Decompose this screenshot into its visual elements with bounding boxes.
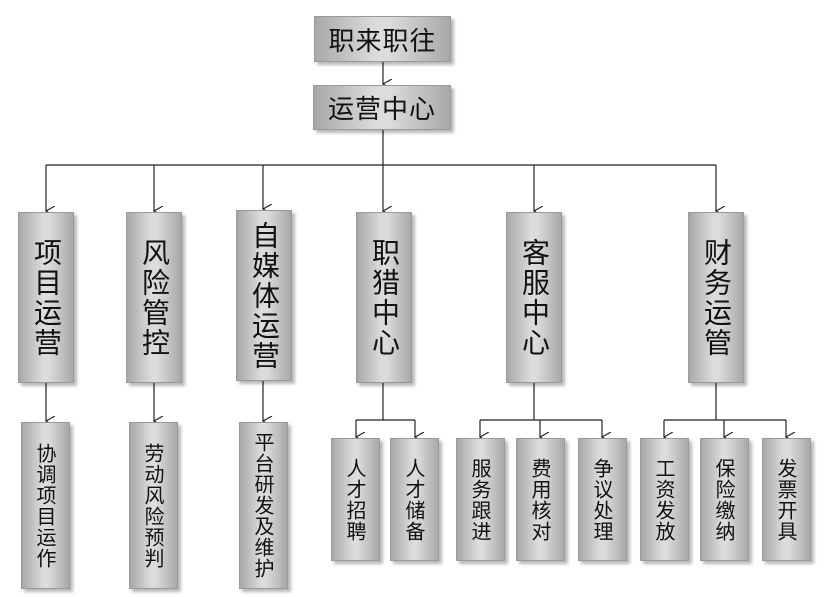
- task-label: 劳动风险预判: [141, 442, 165, 569]
- task-label: 人才招聘: [343, 457, 367, 542]
- task-labor-risk: 劳动风险预判: [129, 422, 178, 589]
- dept-risk-control: 风险管控: [126, 212, 182, 383]
- task-invoicing: 发票开具: [762, 438, 811, 561]
- dept-finance-label: 财务运管: [700, 237, 733, 358]
- task-service-followup: 服务跟进: [456, 438, 505, 561]
- dept-finance: 财务运管: [688, 212, 744, 383]
- task-label: 平台研发及维护: [251, 432, 275, 579]
- dept-headhunting: 职猎中心: [356, 212, 412, 383]
- task-recruiting: 人才招聘: [331, 438, 380, 561]
- task-label: 发票开具: [774, 457, 798, 542]
- task-label: 服务跟进: [468, 457, 492, 542]
- task-label: 人才储备: [402, 457, 426, 542]
- task-insurance: 保险缴纳: [700, 438, 749, 561]
- task-talent-pool: 人才储备: [390, 438, 439, 561]
- task-platform-dev: 平台研发及维护: [239, 422, 288, 589]
- center-label: 运营中心: [327, 95, 436, 125]
- task-label: 保险缴纳: [712, 457, 736, 542]
- dept-customer-service-label: 客服中心: [518, 237, 551, 358]
- dept-project-ops-label: 项目运营: [30, 237, 63, 358]
- dept-self-media: 自媒体运营: [236, 210, 292, 381]
- dept-self-media-label: 自媒体运营: [248, 220, 281, 371]
- task-fee-check: 费用核对: [516, 438, 565, 561]
- task-label: 协调项目运作: [33, 442, 57, 569]
- dept-headhunting-label: 职猎中心: [368, 237, 401, 358]
- dept-project-ops: 项目运营: [18, 212, 74, 383]
- task-label: 工资发放: [652, 457, 676, 542]
- task-label: 争议处理: [590, 457, 614, 542]
- task-payroll: 工资发放: [640, 438, 689, 561]
- task-label: 费用核对: [528, 457, 552, 542]
- dept-customer-service: 客服中心: [506, 212, 562, 383]
- dept-risk-control-label: 风险管控: [138, 237, 171, 358]
- root-label: 职来职往: [328, 26, 437, 57]
- task-coordinate-projects: 协调项目运作: [21, 422, 70, 589]
- center-node: 运营中心: [313, 85, 451, 130]
- task-dispute-handling: 争议处理: [578, 438, 627, 561]
- root-node: 职来职往: [314, 16, 451, 62]
